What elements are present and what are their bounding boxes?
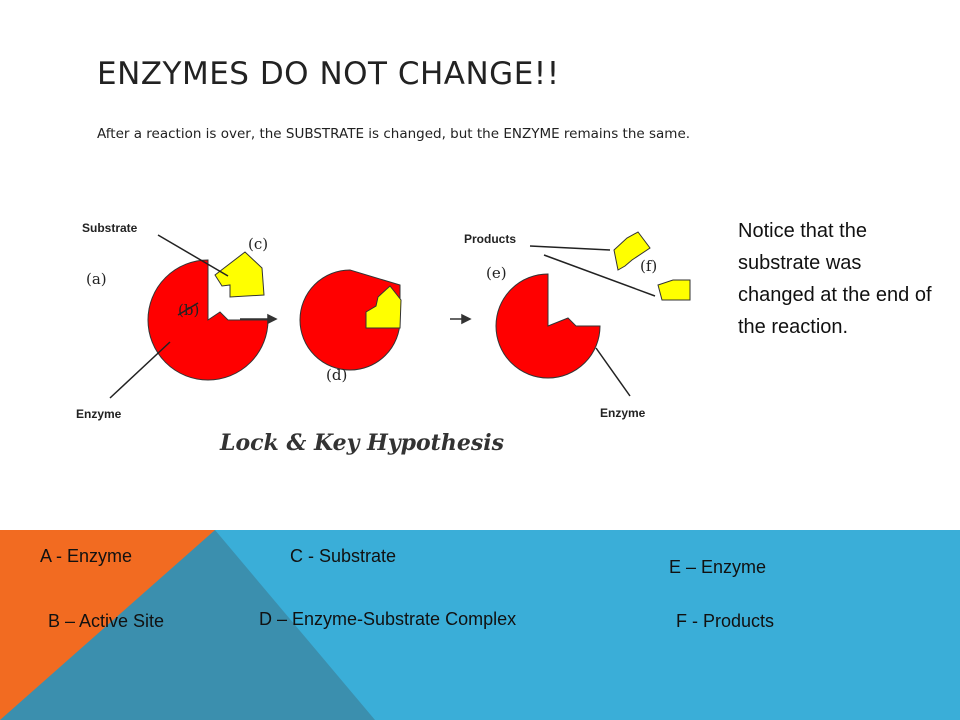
enzyme-right-pointer-line <box>595 347 631 397</box>
enzyme-left-pointer-line <box>109 341 171 399</box>
legend-a: A - Enzyme <box>40 546 133 566</box>
letter-e: (e) <box>486 264 507 282</box>
substrate-label: Substrate <box>82 221 138 235</box>
enzyme-e-shape <box>495 273 601 379</box>
products-label: Products <box>464 232 516 246</box>
lock-and-key-diagram: Substrate Products Enzyme Enzyme (a) (b)… <box>76 221 691 456</box>
enzyme-left-label: Enzyme <box>76 407 122 421</box>
enzyme-right-label: Enzyme <box>600 406 646 420</box>
products-pointer-line-2 <box>543 254 656 297</box>
complex-d-enzyme-shape <box>299 269 401 371</box>
product-f-small-shape <box>657 279 691 301</box>
legend-c: C - Substrate <box>290 546 397 566</box>
legend-band-background <box>0 530 960 720</box>
enzyme-a-shape <box>147 259 269 381</box>
substrate-pointer-line <box>157 234 229 277</box>
slide-subtitle: After a reaction is over, the SUBSTRATE … <box>97 126 691 142</box>
reaction-arrow-1 <box>240 313 278 325</box>
diagram-caption: Lock & Key Hypothesis <box>219 430 504 456</box>
letter-d: (d) <box>326 366 347 384</box>
legend-e: E – Enzyme <box>669 557 767 577</box>
letter-f: (f) <box>640 257 657 275</box>
substrate-c-shape <box>214 251 265 298</box>
legend-b: B – Active Site <box>48 611 165 631</box>
complex-d-substrate-shape <box>365 285 402 329</box>
letter-a: (a) <box>86 270 107 288</box>
product-f-large-shape <box>613 231 651 271</box>
letter-b: (b) <box>178 301 199 319</box>
active-site-pointer-line <box>177 302 199 316</box>
letter-c: (c) <box>248 235 268 253</box>
legend-d: D – Enzyme-Substrate Complex <box>259 609 517 629</box>
legend-f: F - Products <box>676 611 775 631</box>
side-note: Notice that the substrate was changed at… <box>738 220 932 338</box>
products-pointer-line-1 <box>529 245 611 251</box>
slide-title: ENZYMES DO NOT CHANGE!! <box>97 56 560 92</box>
band-orange <box>0 530 215 720</box>
reaction-arrow-2 <box>450 313 472 325</box>
